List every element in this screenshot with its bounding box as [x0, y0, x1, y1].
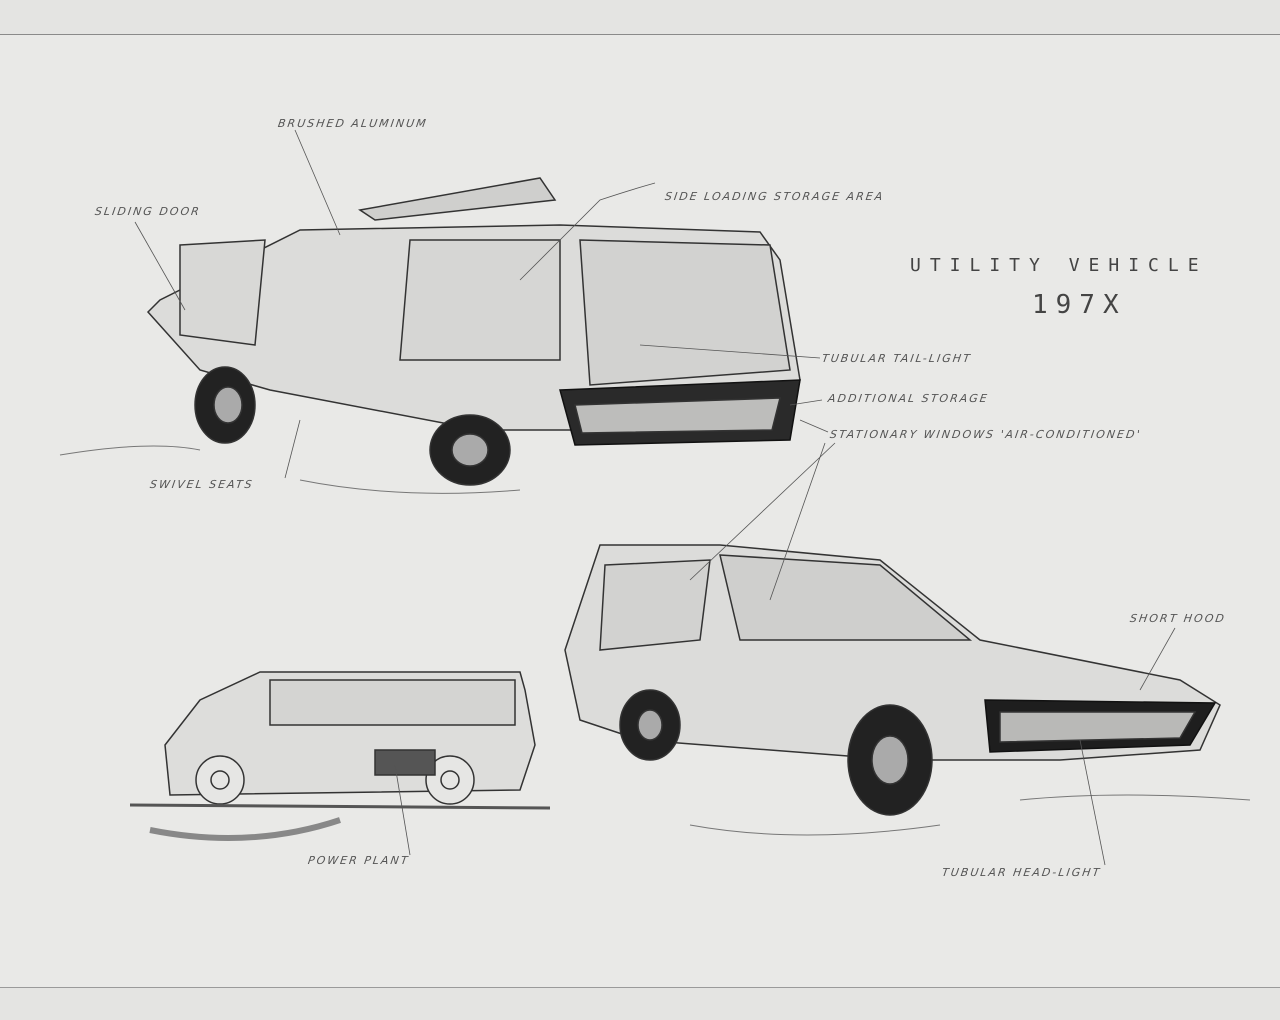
- label-tubular-tail-light: TUBULAR TAIL-LIGHT: [821, 352, 973, 365]
- label-swivel-seats: SWIVEL SEATS: [149, 478, 255, 491]
- label-brushed-aluminum: BRUSHED ALUMINUM: [277, 117, 429, 130]
- label-stationary-windows: STATIONARY WINDOWS 'AIR-CONDITIONED': [829, 428, 1143, 441]
- title-utility-vehicle: UTILITY VEHICLE: [910, 255, 1208, 276]
- leader-lines: [134, 129, 1176, 866]
- label-additional-storage: ADDITIONAL STORAGE: [827, 392, 990, 405]
- label-side-loading-storage: SIDE LOADING STORAGE AREA: [664, 190, 886, 203]
- sketch-front-view: [564, 544, 1251, 836]
- title-model-year: 197X: [1032, 290, 1127, 320]
- label-tubular-head-light: TUBULAR HEAD-LIGHT: [941, 866, 1103, 879]
- drawing-sheet: [0, 34, 1280, 988]
- sketch-side-view: [129, 671, 551, 841]
- label-sliding-door: SLIDING DOOR: [94, 205, 202, 218]
- label-power-plant: POWER PLANT: [307, 854, 411, 867]
- sketch-rear-view: [59, 177, 801, 494]
- label-short-hood: SHORT HOOD: [1129, 612, 1227, 625]
